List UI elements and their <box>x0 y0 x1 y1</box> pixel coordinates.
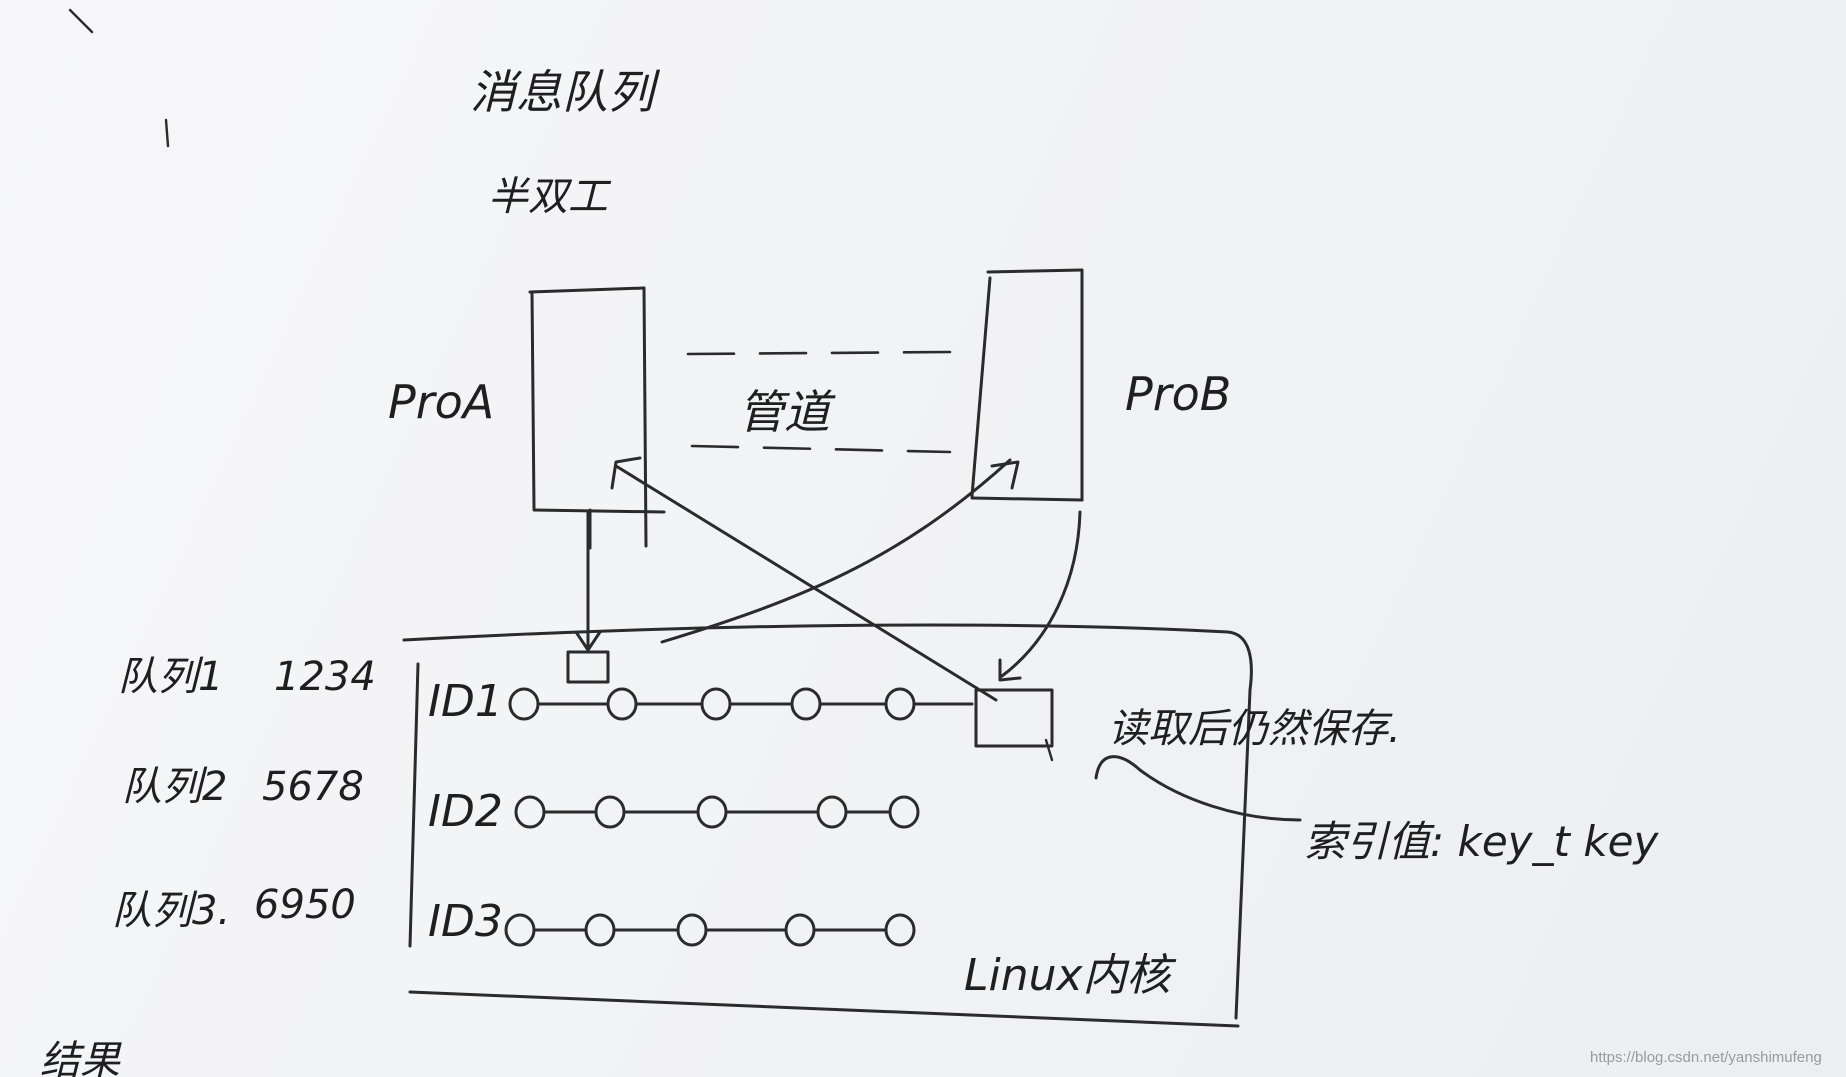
queue-2-node <box>514 795 546 829</box>
kernel-label: Linux内核 <box>964 950 1177 1001</box>
message-box-incoming <box>566 650 610 684</box>
queue-1-value: 1234 <box>274 654 376 700</box>
process-a-label: ProA <box>388 375 494 429</box>
queue-3-node <box>584 913 616 947</box>
id-1-label: ID1 <box>428 676 503 727</box>
queue-1-node <box>700 687 732 721</box>
queue-2-node <box>696 795 728 829</box>
pipe-label: 管道 <box>738 385 836 439</box>
process-b-label: ProB <box>1125 367 1231 421</box>
queue-3-value: 6950 <box>254 882 356 928</box>
queue-2-node <box>888 795 920 829</box>
proa-to-end-line <box>614 464 998 702</box>
queue-3-node <box>784 913 816 947</box>
queue-1-node <box>884 687 916 721</box>
kernel-box <box>402 623 1253 1028</box>
prob-to-end-curve <box>1000 510 1082 678</box>
stray-mark <box>68 8 94 34</box>
index-note: 索引值: key_t key <box>1304 817 1659 866</box>
queue-lists <box>504 687 974 947</box>
process-a-box <box>528 286 666 550</box>
queue-3-node <box>676 913 708 947</box>
queue-1-name: 队列1 <box>118 654 223 700</box>
queue-1-node <box>790 687 822 721</box>
proa-write-arrowhead <box>574 630 602 652</box>
queue-1-node <box>508 687 540 721</box>
queue-1-node <box>606 687 638 721</box>
index-curve <box>1094 755 1302 822</box>
title-text: 消息队列 <box>470 65 661 119</box>
proa-corner-arrowhead <box>610 456 642 490</box>
id-3-label: ID3 <box>428 896 503 947</box>
pipe-bottom-line <box>690 444 952 454</box>
queue-2-name: 队列2 <box>122 764 227 810</box>
read-note: 读取后仍然保存. <box>1108 706 1401 752</box>
bottom-partial-text: 结果 <box>40 1038 122 1077</box>
pipe-top-line <box>686 350 952 356</box>
queue-2-value: 5678 <box>262 764 364 810</box>
to-prob-curve <box>660 458 1012 644</box>
queue-3-node <box>884 913 916 947</box>
subtitle-text: 半双工 <box>488 174 612 220</box>
queue-3-node <box>504 913 536 947</box>
to-prob-arrowhead <box>990 460 1020 490</box>
id-2-label: ID2 <box>428 786 503 837</box>
queue-3-name: 队列3. <box>112 888 230 934</box>
process-b-box <box>970 268 1084 502</box>
prob-to-end-arrowhead <box>998 658 1022 682</box>
queue-2-node <box>816 795 848 829</box>
watermark: https://blog.csdn.net/yanshimufeng <box>1590 1049 1822 1066</box>
queue-2-node <box>594 795 626 829</box>
stray-mark <box>164 118 170 148</box>
message-box-end <box>974 688 1054 748</box>
message-box-tail <box>1044 738 1054 762</box>
